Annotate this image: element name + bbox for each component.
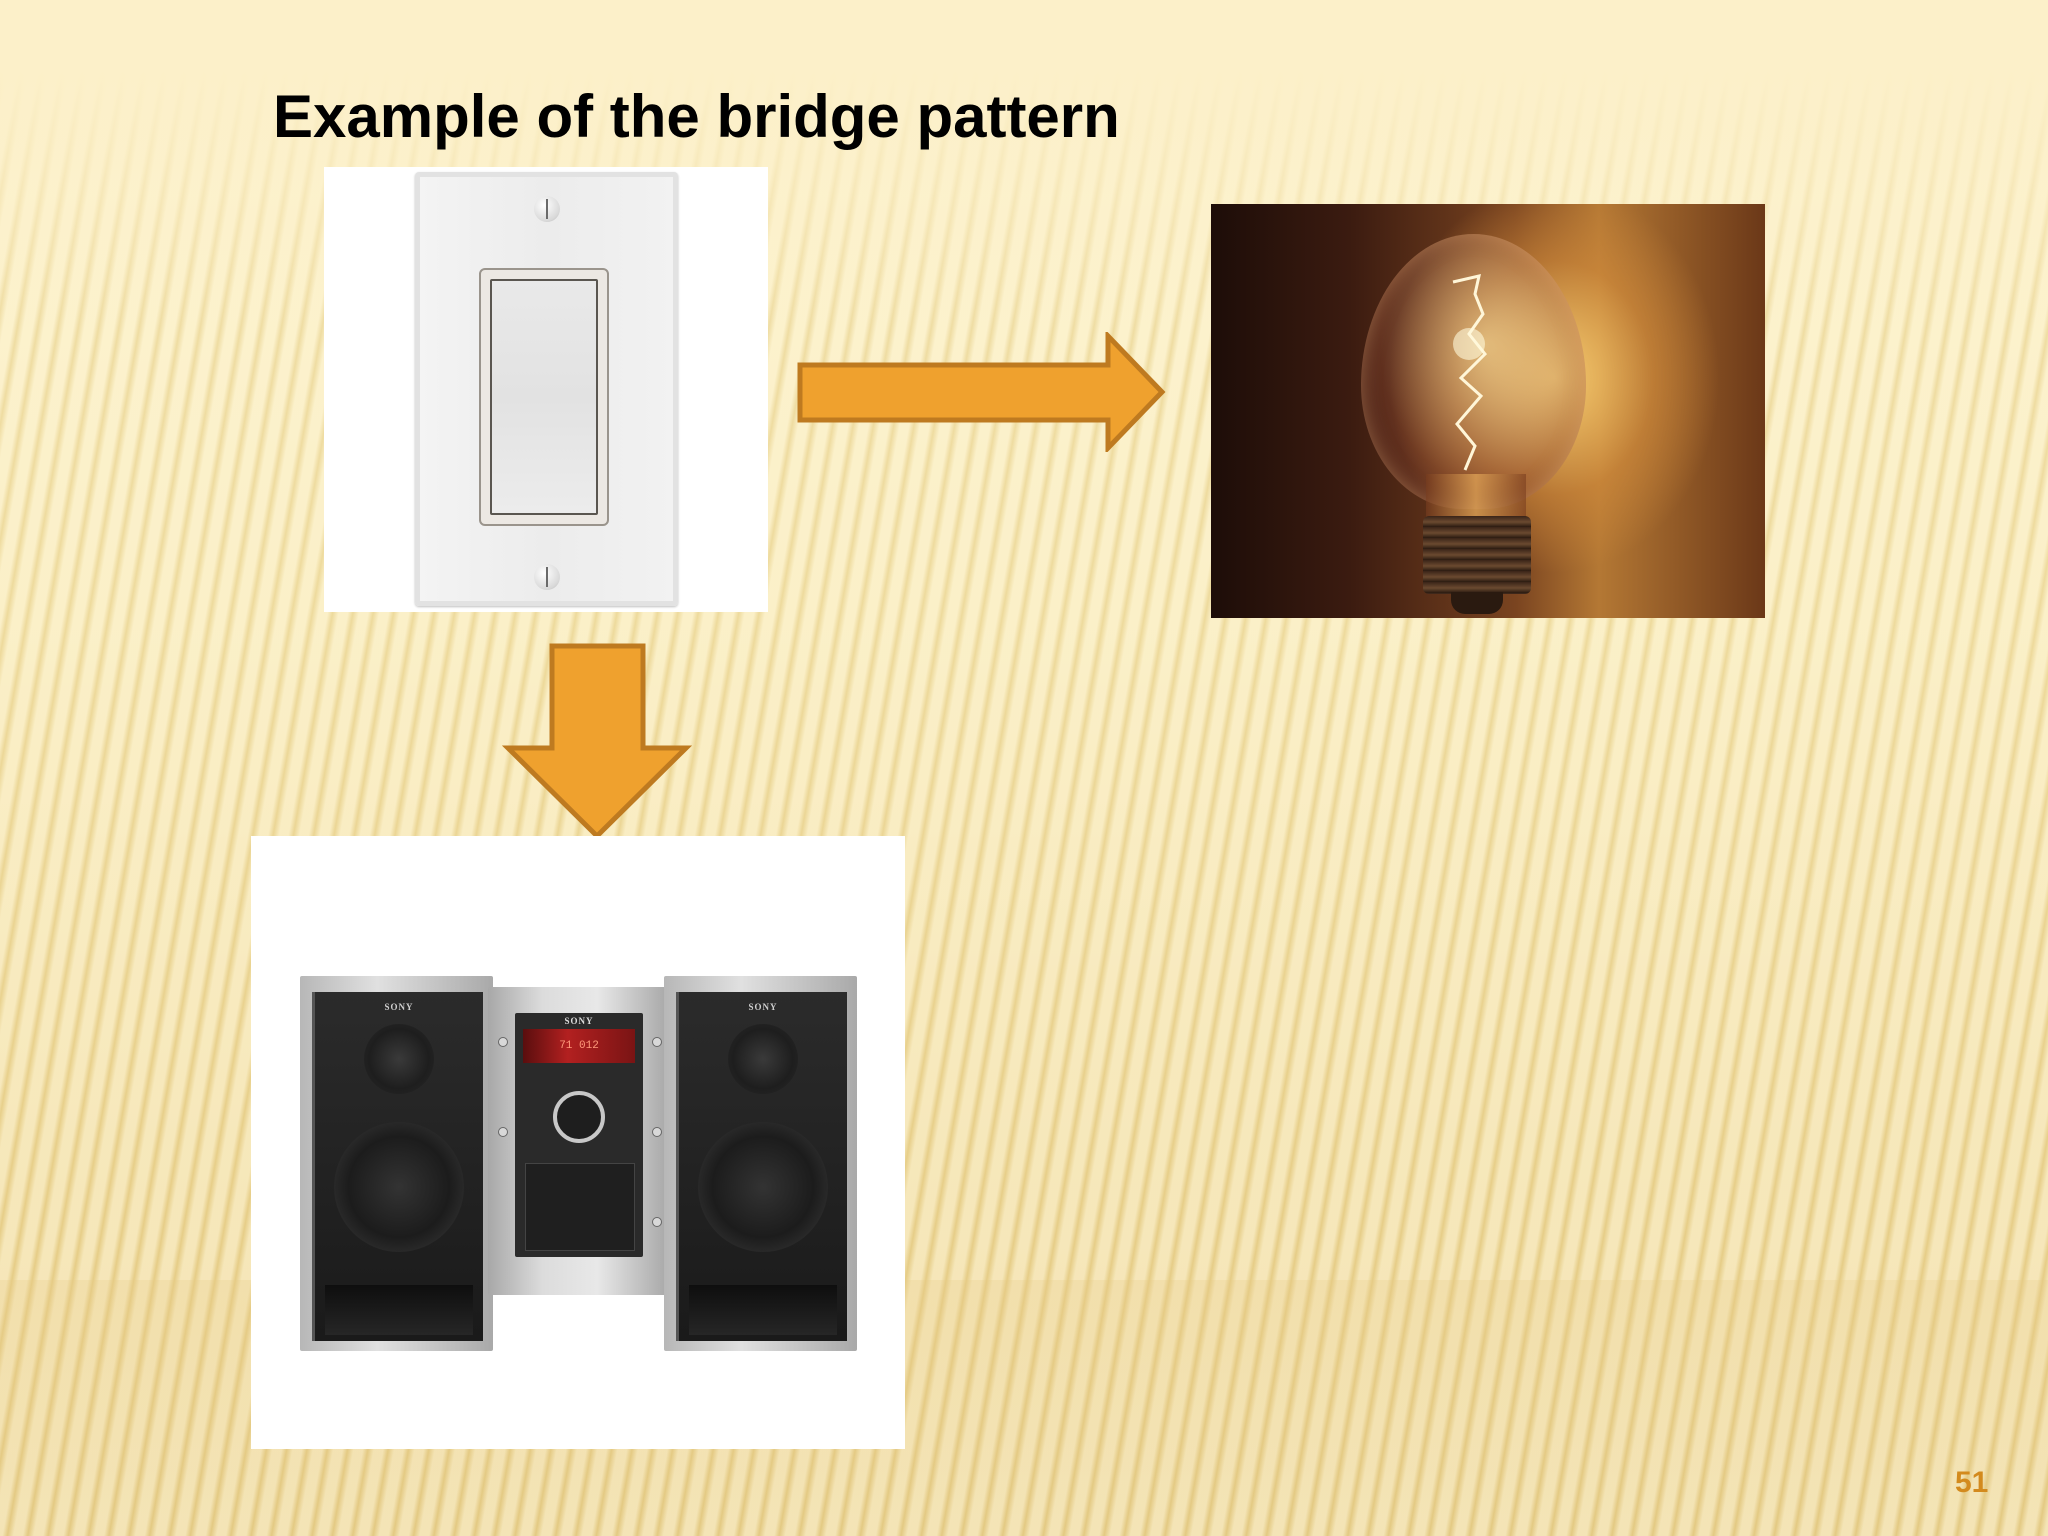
right-arrow-icon <box>797 332 1166 452</box>
stereo-image: SONY SONY 71 012 SONY <box>251 836 905 1449</box>
tape-deck <box>525 1163 635 1251</box>
speaker-brand: SONY <box>748 1002 778 1012</box>
light-bulb-image <box>1211 204 1765 618</box>
bass-port <box>325 1285 473 1335</box>
switch-image <box>324 167 768 612</box>
tweeter-icon <box>728 1024 798 1094</box>
bulb-glass <box>1361 234 1586 509</box>
filament-icon <box>1452 274 1488 471</box>
power-button-icon <box>498 1037 508 1047</box>
bulb-tip <box>1451 592 1503 614</box>
rocker-frame <box>479 268 609 526</box>
volume-knob-icon <box>652 1217 662 1227</box>
slide-title: Example of the bridge pattern <box>273 83 1120 150</box>
center-unit-face: SONY 71 012 <box>515 1013 643 1257</box>
center-brand: SONY <box>564 1016 594 1026</box>
screw-icon <box>534 564 560 590</box>
button-icon <box>498 1127 508 1137</box>
stereo-display: 71 012 <box>523 1029 635 1063</box>
button-icon <box>652 1037 662 1047</box>
bulb-screw-base <box>1423 516 1531 594</box>
woofer-icon <box>698 1122 828 1252</box>
screw-icon <box>534 196 560 222</box>
right-speaker: SONY <box>664 976 857 1351</box>
stereo-center-unit: SONY 71 012 <box>488 987 670 1295</box>
page-number: 51 <box>1955 1466 1989 1499</box>
switch-plate <box>415 172 678 606</box>
bulb-neck <box>1426 474 1526 524</box>
left-speaker: SONY <box>300 976 493 1351</box>
bass-port <box>689 1285 837 1335</box>
cd-ring-icon <box>553 1091 605 1143</box>
rocker-switch <box>490 279 598 515</box>
tweeter-icon <box>364 1024 434 1094</box>
button-icon <box>652 1127 662 1137</box>
speaker-brand: SONY <box>384 1002 414 1012</box>
down-arrow-icon <box>502 643 692 840</box>
woofer-icon <box>334 1122 464 1252</box>
